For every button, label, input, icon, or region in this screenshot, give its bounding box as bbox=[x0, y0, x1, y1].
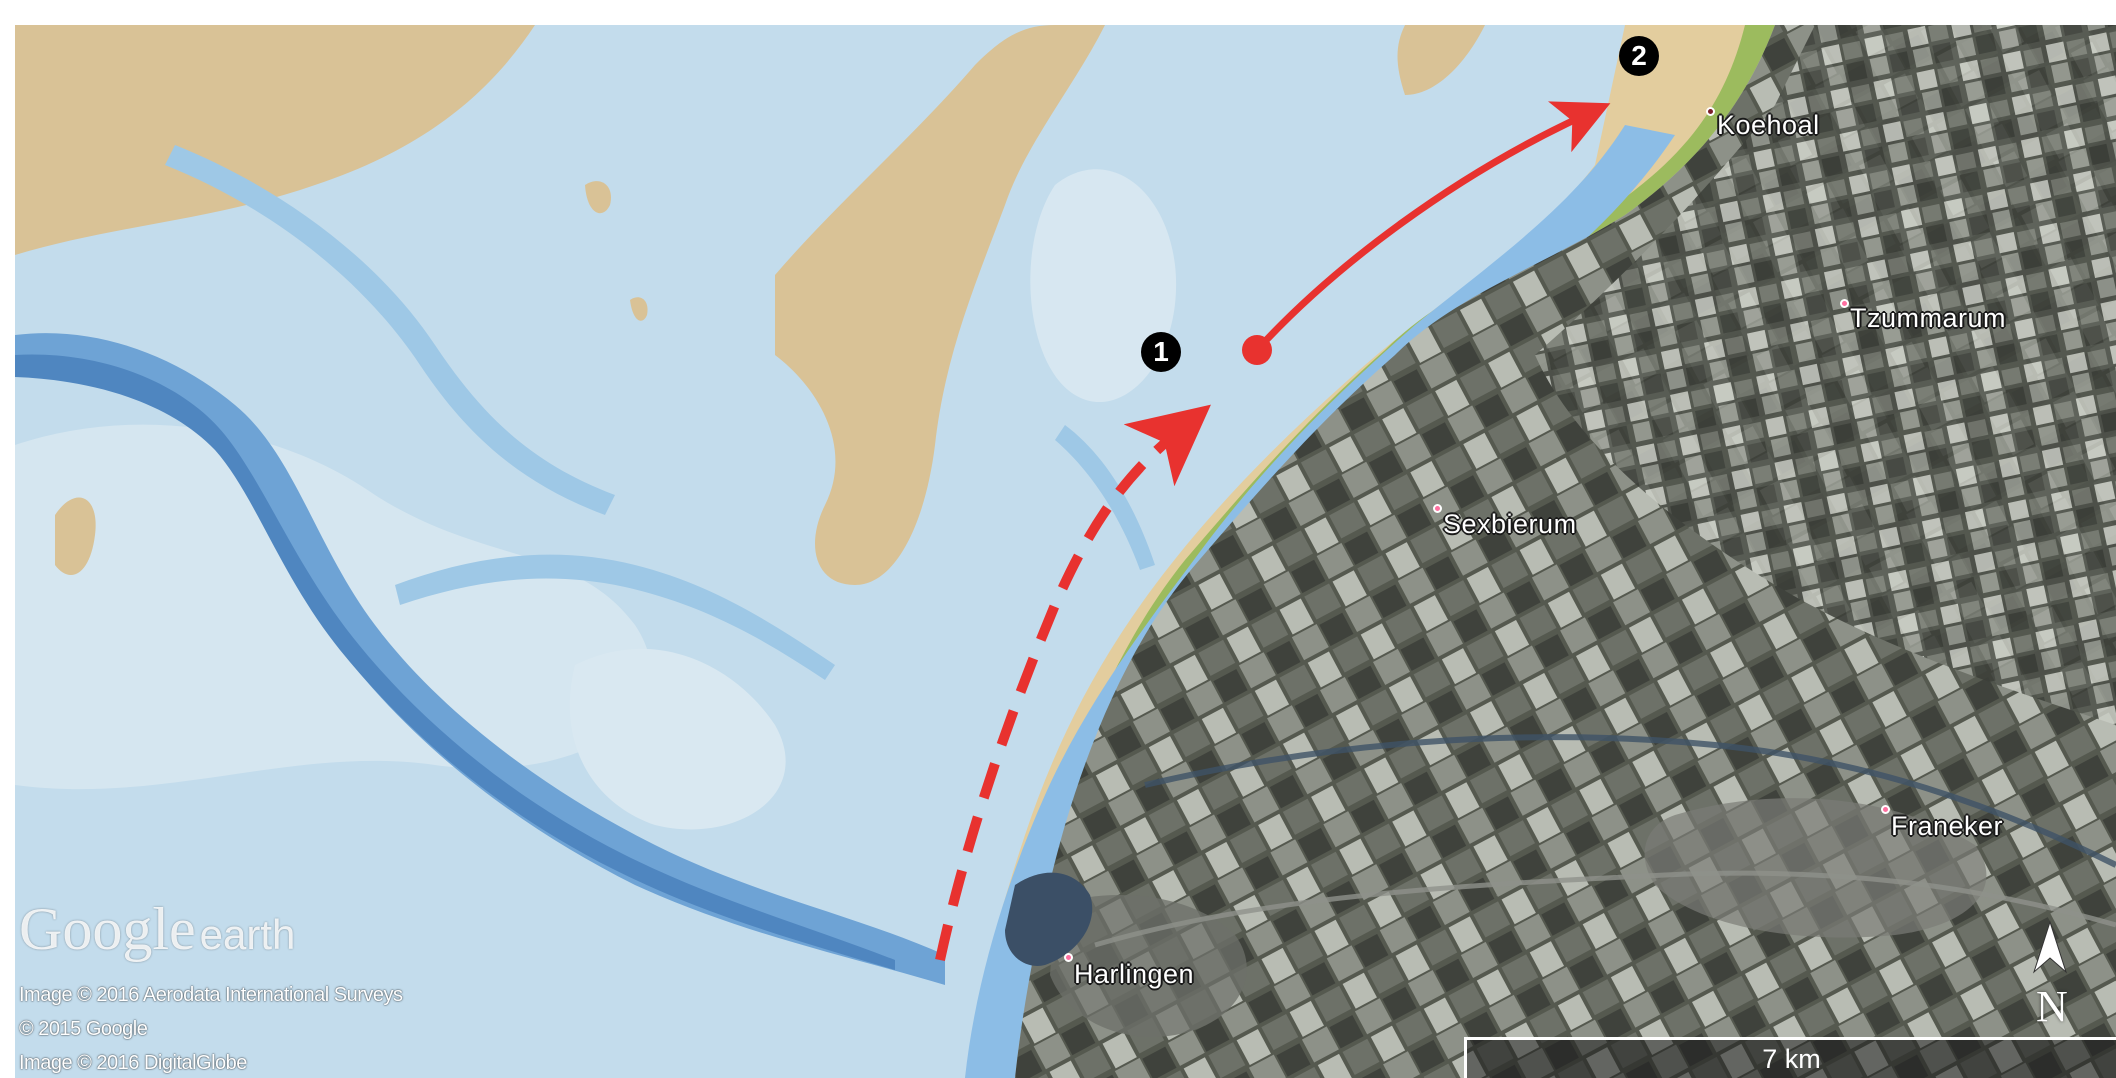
harbor-water bbox=[1005, 872, 1093, 966]
main-channel bbox=[15, 333, 945, 985]
place-pin-tzummarum[interactable] bbox=[1840, 299, 1849, 308]
route-dashed bbox=[935, 404, 1211, 962]
tidal-channel bbox=[965, 125, 1675, 1078]
place-label-sexbierum[interactable]: Sexbierum bbox=[1443, 509, 1577, 539]
sand-flat bbox=[15, 25, 535, 255]
place-pin-franeker[interactable] bbox=[1881, 805, 1890, 814]
side-channel bbox=[395, 554, 835, 680]
sand-flat bbox=[1397, 25, 1485, 95]
scale-label: 7 km bbox=[1762, 1044, 1821, 1074]
side-channel bbox=[165, 145, 615, 515]
sand-flat bbox=[55, 497, 96, 575]
imagery-credit: Image © 2016 Aerodata International Surv… bbox=[19, 984, 403, 1006]
sand-flat bbox=[775, 25, 1105, 585]
route-solid bbox=[1254, 101, 1611, 353]
canal bbox=[1144, 734, 2116, 868]
sand-flat bbox=[630, 297, 648, 321]
scale-bar: 7 km bbox=[1464, 1037, 2116, 1078]
earth-wordmark: earth bbox=[199, 911, 296, 958]
town-area bbox=[1644, 798, 1987, 938]
north-label: N bbox=[2036, 982, 2068, 1031]
route-start-dot bbox=[1242, 335, 1272, 365]
marker-1[interactable]: 1 bbox=[1141, 332, 1181, 372]
place-pin-koehoal[interactable] bbox=[1706, 107, 1715, 116]
place-pin-harlingen[interactable] bbox=[1064, 953, 1073, 962]
beach-strip bbox=[965, 25, 1775, 1078]
tidal-flat bbox=[1030, 169, 1177, 403]
road bbox=[1094, 870, 2116, 948]
town-area bbox=[1050, 895, 1247, 1037]
imagery-credit: Image © 2016 DigitalGlobe bbox=[19, 1052, 247, 1074]
place-label-koehoal[interactable]: Koehoal bbox=[1717, 110, 1820, 140]
north-arrow-icon bbox=[2032, 920, 2068, 974]
google-wordmark: Google bbox=[19, 896, 196, 962]
place-label-tzummarum[interactable]: Tzummarum bbox=[1850, 303, 2007, 333]
place-pin-sexbierum[interactable] bbox=[1433, 504, 1442, 513]
sand-flat bbox=[585, 181, 611, 214]
place-label-franeker[interactable]: Franeker bbox=[1891, 811, 2004, 841]
map-view[interactable]: 1 2 Koehoal Tzummarum Sexbierum Franeker… bbox=[15, 25, 2116, 1078]
copyright-credit: © 2015 Google bbox=[19, 1018, 148, 1040]
marker-2[interactable]: 2 bbox=[1619, 36, 1659, 76]
place-label-harlingen[interactable]: Harlingen bbox=[1074, 959, 1195, 989]
land-area-east bbox=[1535, 25, 2116, 725]
tidal-flat bbox=[569, 648, 786, 830]
google-earth-logo: Googleearth bbox=[19, 895, 295, 964]
side-channel bbox=[1055, 425, 1155, 570]
map-canvas[interactable] bbox=[15, 25, 2116, 1078]
